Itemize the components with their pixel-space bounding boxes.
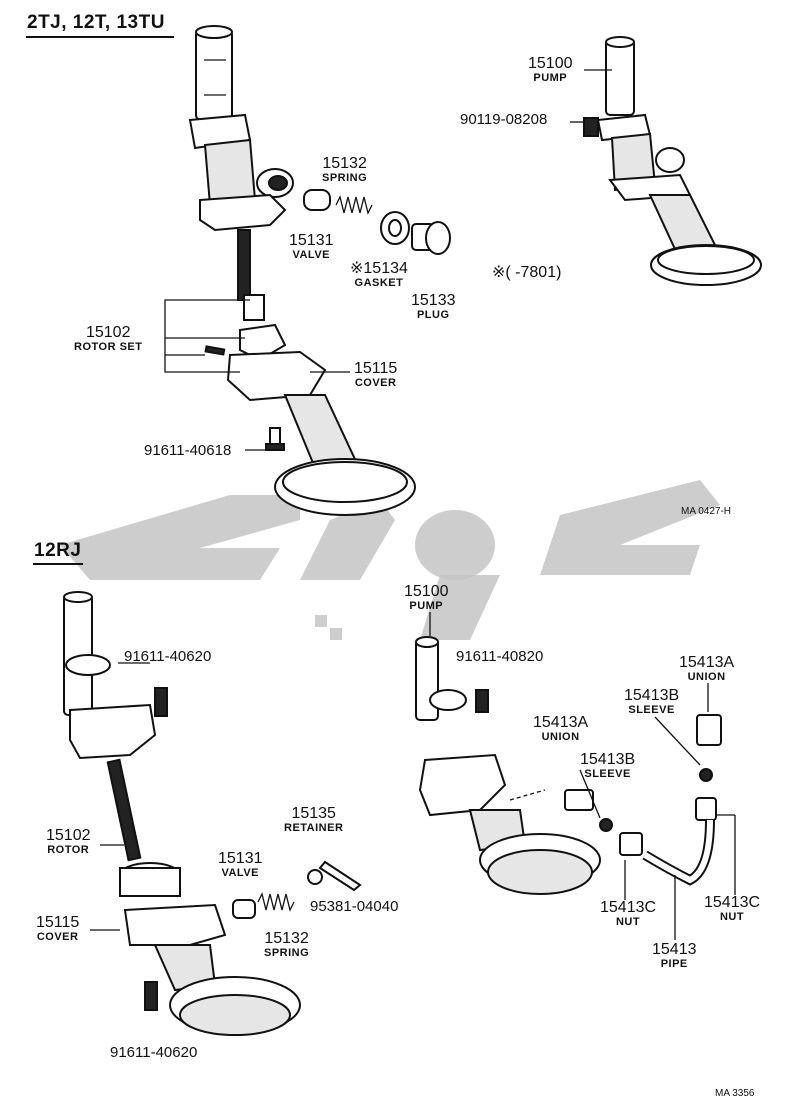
label-ref-ma0427h: MA 0427-H: [681, 506, 732, 517]
part-number: 15413B: [624, 687, 680, 704]
label-bolt-90119-08208: 90119-08208: [460, 111, 548, 128]
part-number: 15132: [322, 155, 367, 172]
part-number: 15115: [354, 360, 398, 377]
part-number: 15115: [36, 914, 80, 931]
part-name: RETAINER: [284, 822, 344, 834]
part-number: 15131: [289, 232, 334, 249]
pump-assembly-bottom-right: [415, 612, 736, 940]
label-bolt-91611-40620-upper: 91611-40620: [124, 648, 212, 665]
part-number: 15102: [85, 324, 131, 341]
label-bolt-91611-40618: 91611-40618: [144, 442, 232, 459]
label-sleeve-15413b-right: 15413B SLEEVE: [624, 688, 679, 716]
label-sleeve-15413b-mid: 15413B SLEEVE: [580, 752, 635, 780]
label-rotor-set-15102-top: 15102 ROTOR SET: [74, 325, 142, 353]
part-number: 15100: [528, 55, 573, 72]
label-plug-15133-top: 15133 PLUG: [411, 293, 456, 321]
label-union-15413a-right: 15413A UNION: [679, 655, 734, 683]
label-pump-15100-bottom: 15100 PUMP: [404, 584, 449, 612]
label-spring-15132-bottom: 15132 SPRING: [264, 931, 309, 959]
part-name: ROTOR: [47, 844, 90, 856]
part-name: COVER: [354, 377, 397, 389]
part-name: SLEEVE: [628, 704, 675, 716]
part-name: PIPE: [660, 958, 688, 970]
label-bolt-91611-40620-lower: 91611-40620: [110, 1044, 198, 1061]
part-name: NUT: [719, 911, 745, 923]
part-number: 15135: [291, 805, 336, 822]
pump-assembly-top-right: [570, 36, 762, 286]
part-number: ※15134: [350, 260, 408, 277]
part-name: PLUG: [416, 309, 450, 321]
section-title-top-underline: [26, 36, 174, 38]
label-valve-15131-top: 15131 VALVE: [289, 233, 334, 261]
part-name: SLEEVE: [584, 768, 631, 780]
label-pipe-15413: 15413 PIPE: [652, 942, 697, 970]
part-name: ROTOR SET: [74, 341, 143, 353]
label-pin-95381-04040: 95381-04040: [310, 898, 399, 915]
part-name: PUMP: [533, 72, 568, 84]
pump-assembly-top-left: [164, 25, 451, 516]
label-spring-15132-top: 15132 SPRING: [322, 156, 367, 184]
part-name: UNION: [687, 671, 726, 683]
pump-assembly-bottom-left: [63, 591, 362, 1036]
part-number: 15413C: [600, 899, 657, 916]
part-number: 15413B: [580, 751, 636, 768]
part-name: SPRING: [322, 172, 368, 184]
part-name: VALVE: [292, 249, 331, 261]
section-title-bottom: 12RJ: [34, 540, 82, 561]
part-number: 15100: [404, 583, 449, 600]
label-ref-ma3356: MA 3356: [715, 1088, 755, 1099]
label-bolt-91611-40820: 91611-40820: [456, 648, 544, 665]
part-name: COVER: [36, 931, 79, 943]
watermark-logo: [60, 480, 720, 640]
label-retainer-15135: 15135 RETAINER: [284, 806, 343, 834]
label-pump-15100-top: 15100 PUMP: [528, 56, 573, 84]
part-number: 15133: [411, 292, 456, 309]
part-number: 15413C: [704, 894, 761, 911]
part-name: NUT: [615, 916, 641, 928]
part-name: SPRING: [264, 947, 310, 959]
part-number: 15132: [264, 930, 309, 947]
part-number: 15413A: [533, 714, 589, 731]
part-number: 15413A: [679, 654, 735, 671]
part-name: VALVE: [221, 867, 260, 879]
label-production-note: ※( -7801): [492, 264, 562, 281]
label-valve-15131-bottom: 15131 VALVE: [218, 851, 263, 879]
label-cover-15115-top: 15115 COVER: [354, 361, 397, 389]
part-name: UNION: [541, 731, 580, 743]
label-cover-15115-bottom: 15115 COVER: [36, 915, 79, 943]
label-nut-15413c-left: 15413C NUT: [600, 900, 656, 928]
section-title-top: 2TJ, 12T, 13TU: [27, 12, 165, 33]
part-number: 15131: [218, 850, 263, 867]
label-gasket-15134-top: ※15134 GASKET: [350, 261, 408, 289]
part-name: GASKET: [354, 277, 404, 289]
label-union-15413a-mid: 15413A UNION: [533, 715, 588, 743]
part-number: 15102: [46, 827, 91, 844]
label-nut-15413c-right: 15413C NUT: [704, 895, 760, 923]
label-rotor-15102-bottom: 15102 ROTOR: [46, 828, 91, 856]
part-number: 15413: [652, 941, 697, 958]
section-title-bottom-underline: [33, 563, 83, 565]
part-name: PUMP: [409, 600, 444, 612]
